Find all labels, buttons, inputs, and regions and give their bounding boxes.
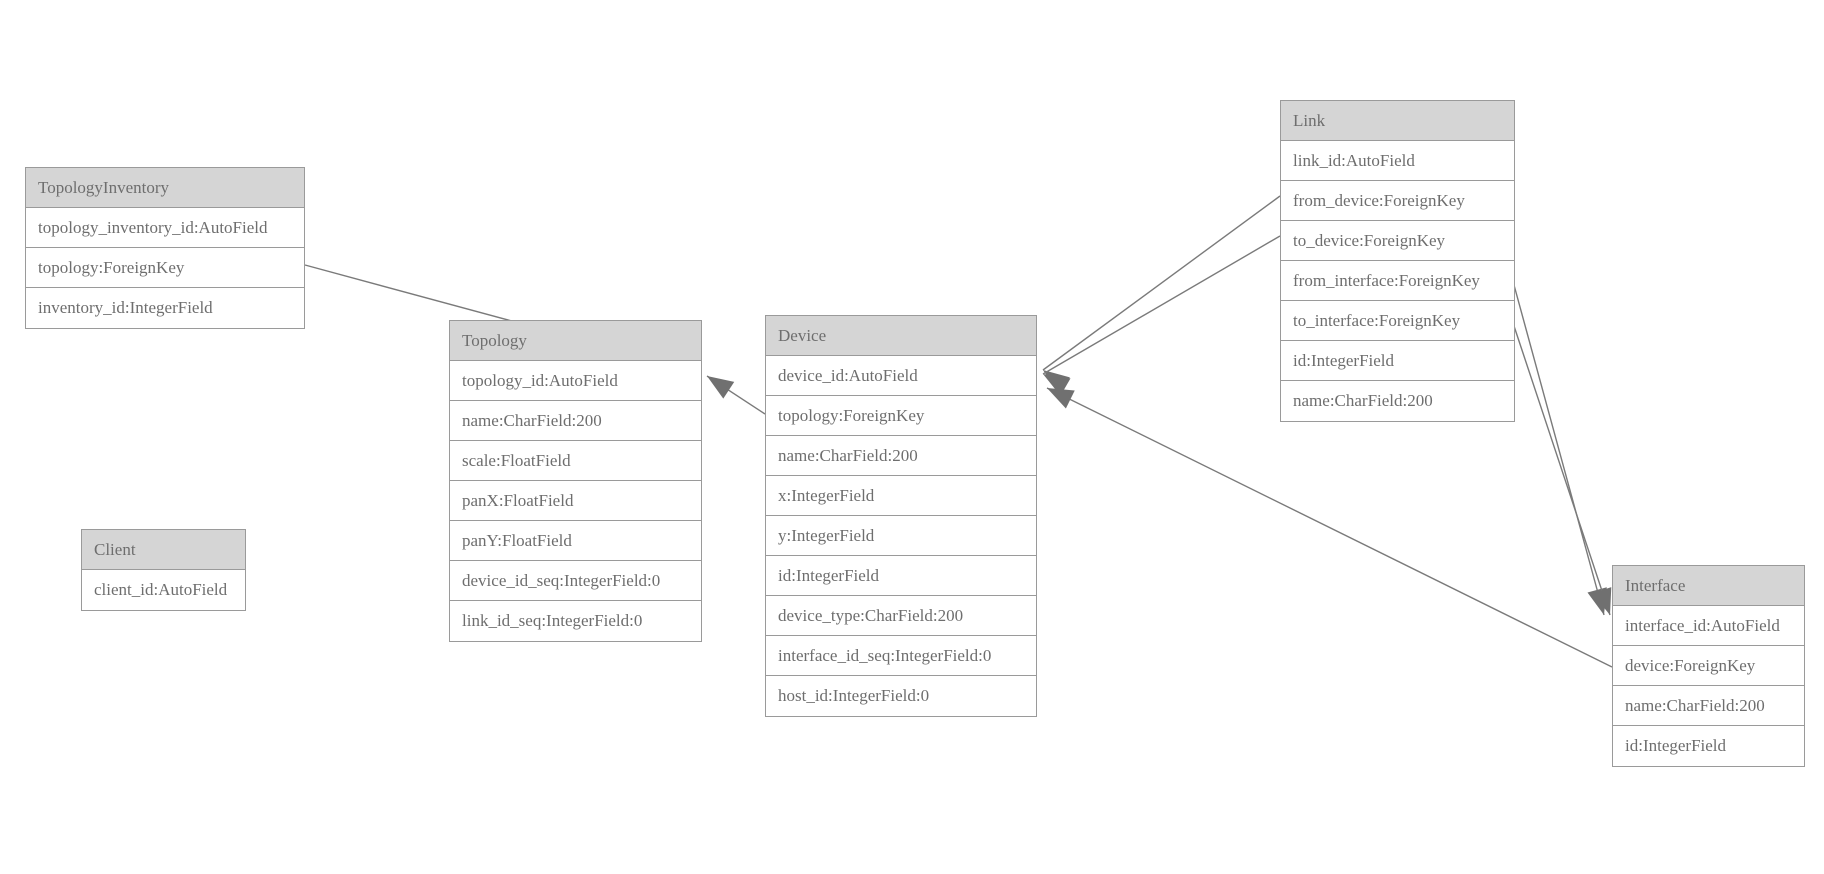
entity-field: x:IntegerField xyxy=(766,476,1036,516)
entity-field: device_id:AutoField xyxy=(766,356,1036,396)
entity-field: panX:FloatField xyxy=(450,481,701,521)
entity-client[interactable]: Client client_id:AutoField xyxy=(81,529,246,611)
entity-field: name:CharField:200 xyxy=(450,401,701,441)
entity-field: topology_id:AutoField xyxy=(450,361,701,401)
entity-field: panY:FloatField xyxy=(450,521,701,561)
entity-field: from_device:ForeignKey xyxy=(1281,181,1514,221)
entity-field: host_id:IntegerField:0 xyxy=(778,686,930,705)
entity-field: from_interface:ForeignKey xyxy=(1281,261,1514,301)
relationship-line-link-to-interface xyxy=(1513,325,1611,616)
relationship-line-device-topology xyxy=(706,375,766,415)
entity-field: interface_id_seq:IntegerField:0 xyxy=(766,636,1036,676)
relationship-line-link-from-interface xyxy=(1513,284,1605,616)
entity-field: inventory_id:IntegerField xyxy=(38,298,213,317)
entity-title-interface: Interface xyxy=(1613,566,1804,606)
relationship-arrowhead-link-to-device xyxy=(1043,374,1071,396)
entity-field: scale:FloatField xyxy=(450,441,701,481)
entity-field: id:IntegerField xyxy=(1281,341,1514,381)
entity-field: topology:ForeignKey xyxy=(766,396,1036,436)
entity-field: interface_id:AutoField xyxy=(1613,606,1804,646)
entity-field: id:IntegerField xyxy=(766,556,1036,596)
entity-field-list-client: client_id:AutoField xyxy=(82,570,245,610)
entity-field: device_id_seq:IntegerField:0 xyxy=(450,561,701,601)
entity-title-device: Device xyxy=(766,316,1036,356)
relationship-arrowhead-link-from-interface xyxy=(1587,587,1607,615)
entity-field: to_device:ForeignKey xyxy=(1281,221,1514,261)
relationship-line-link-from-device xyxy=(1042,195,1281,371)
entity-field: link_id_seq:IntegerField:0 xyxy=(462,611,643,630)
entity-field: topology_inventory_id:AutoField xyxy=(26,208,304,248)
entity-title-topology_inventory: TopologyInventory xyxy=(26,168,304,208)
entity-field: name:CharField:200 xyxy=(1613,686,1804,726)
entity-field: device_type:CharField:200 xyxy=(766,596,1036,636)
entity-field: device:ForeignKey xyxy=(1613,646,1804,686)
entity-field: id:IntegerField xyxy=(1625,736,1727,755)
relationship-arrowhead-device-topology xyxy=(707,376,735,399)
relationship-arrowhead-interface-device xyxy=(1047,388,1075,409)
relationship-line-link-to-device xyxy=(1042,235,1281,375)
entity-field: topology:ForeignKey xyxy=(26,248,304,288)
entity-title-client: Client xyxy=(82,530,245,570)
entity-field: link_id:AutoField xyxy=(1281,141,1514,181)
relationship-line-interface-device xyxy=(1046,387,1613,668)
entity-field: client_id:AutoField xyxy=(94,580,228,599)
entity-field: name:CharField:200 xyxy=(1293,391,1433,410)
entity-title-link: Link xyxy=(1281,101,1514,141)
relationship-arrowhead-link-from-device xyxy=(1043,370,1070,394)
entity-field: to_interface:ForeignKey xyxy=(1281,301,1514,341)
entity-field: name:CharField:200 xyxy=(766,436,1036,476)
entity-title-topology: Topology xyxy=(450,321,701,361)
entity-field: y:IntegerField xyxy=(766,516,1036,556)
